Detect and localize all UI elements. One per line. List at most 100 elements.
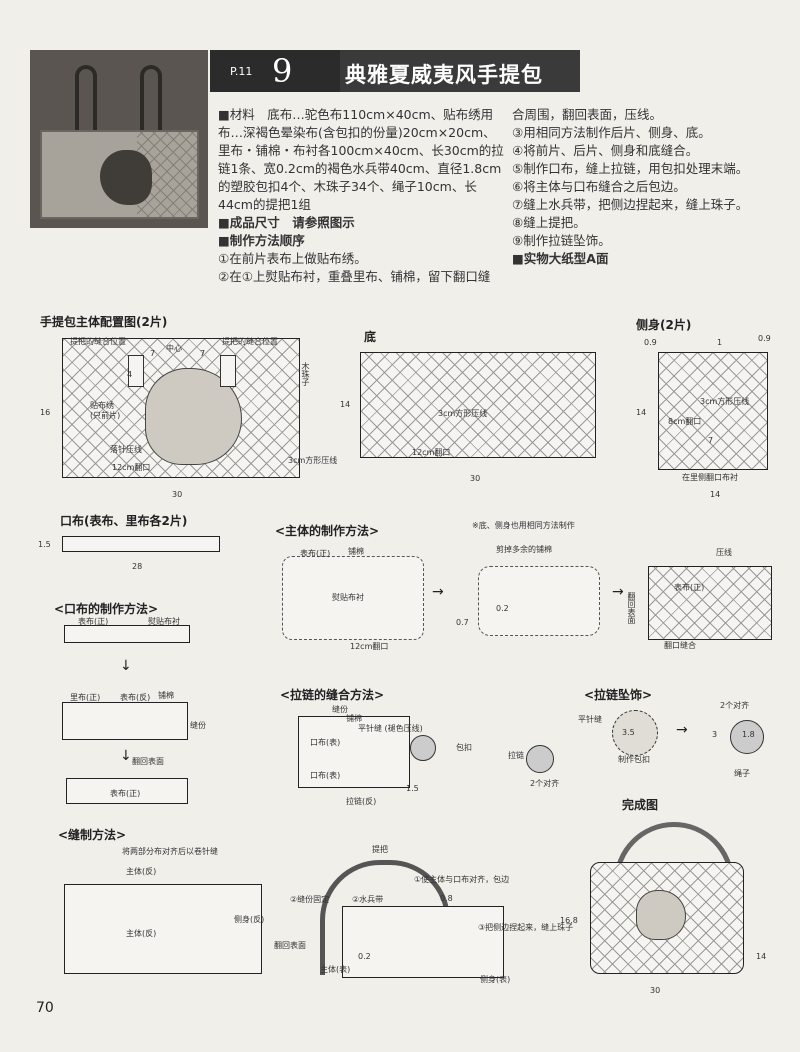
dim: 14 [756,952,767,961]
label: 缝份 [332,705,348,714]
arrow-down-icon: ↓ [120,658,132,674]
label: 12cm翻口 [112,463,151,472]
opening-cloth-diagram [62,536,220,552]
step-line: ②在①上熨贴布衬，重叠里布、铺棉，留下翻口缝 [218,269,491,284]
label: 3cm方形压线 [700,397,750,406]
main-step3 [648,566,772,640]
label: 8cm翻口 [668,417,702,426]
label: 制作包扣 [618,755,650,764]
step-line: ⑧缝上提把。 [512,215,586,230]
label: 12cm翻口 [350,642,389,651]
side-diagram [658,352,768,470]
materials-line: ■材料 底布…驼色布110cm×40cm、贴布绣用 [218,107,494,122]
op-step2 [62,702,188,740]
arrow-right-icon: → [612,584,624,600]
note: ※底、侧身也用相同方法制作 [472,521,575,530]
steps-heading: ■制作方法顺序 [218,233,305,248]
label: 贴布绣 [90,401,114,410]
handle-icon [140,65,162,139]
dim: 1.5 [406,784,419,793]
button-icon [526,745,554,773]
label: 拉链 [508,751,524,760]
dim: 1.5 [38,540,51,549]
op-step1 [64,625,190,643]
label: 压线 [716,548,732,557]
dim: 1.8 [742,730,755,739]
zipper-diagram [298,716,410,788]
dim: 0.9 [758,334,771,343]
step-line: ⑦缝上水兵带，把侧边捏起来，缝上珠子。 [512,197,749,212]
label: 口布(表) [310,738,341,747]
dim: 7 [708,436,714,445]
label: 铺棉 [348,547,364,556]
label: 表布(正) [78,617,109,626]
dim: 0.2 [496,604,509,613]
dim: 30 [172,490,183,499]
label: 剪掉多余的铺棉 [496,545,552,554]
label: 表布(正) [674,583,705,592]
label: 在里侧翻口布衬 [682,473,738,482]
label: 提把的缝合位置 [70,337,126,346]
label: 包扣 [456,743,472,752]
label: 3cm方形压线 [438,409,488,418]
label: 侧身(反) [234,915,265,924]
materials-line: 链1条、宽0.2cm的褐色水兵带40cm、直径1.8cm [218,161,502,176]
label: ③把侧边捏起来，缝上珠子 [478,923,574,932]
label: ②缝份固定 [290,895,330,904]
handle-icon [75,65,97,139]
dim: 30 [650,986,661,995]
main-step1 [282,556,424,640]
label: 12cm翻口 [412,448,451,457]
dim: 0.8 [440,894,453,903]
size-line: ■成品尺寸 请参照图示 [218,215,355,230]
step-line: ⑨制作拉链坠饰。 [512,233,611,248]
main-step2 [478,566,600,636]
handle-tab [220,355,236,387]
page-ref: P.11 [230,65,253,78]
dim: 7 [150,349,156,358]
dim: 16.8 [560,916,578,925]
section-opening-method: <口布的制作方法> [54,602,159,616]
dim: 14 [340,400,351,409]
materials-line: 布…深褐色晕染布(含包扣的份量)20cm×20cm、 [218,125,496,140]
label: 绳子 [734,769,750,778]
arrow-right-icon: → [432,584,444,600]
label: ②水兵带 [352,895,384,904]
steps-block: 合周围，翻回表面，压线。 ③用相同方法制作后片、侧身、底。 ④将前片、后片、侧身… [512,106,782,268]
label: 平针缝 (褪色压线) [358,724,423,733]
label: 平针缝 [578,715,602,724]
dim: 0.7 [456,618,469,627]
label: 表布(正) [300,549,331,558]
section-main-layout: 手提包主体配置图(2片) [40,315,168,329]
label: 侧身(表) [480,975,511,984]
dim: 1 [717,338,723,347]
label: 表布(正) [110,789,141,798]
step-line: ⑥将主体与口布缝合之后包边。 [512,179,686,194]
sewing-diagram [64,884,262,974]
label: 主体(反) [126,929,157,938]
dim: 3 [712,730,718,739]
page-title: 典雅夏威夷风手提包 [345,63,543,87]
label: 中心 [166,344,182,353]
dim: 3.5 [622,728,635,737]
pattern-note: ■实物大纸型A面 [512,251,609,266]
dim: 0.9 [644,338,657,347]
label: (只前片) [90,411,121,420]
button-icon [730,720,764,754]
section-sewing-method: <缝制方法> [58,828,127,842]
label: 提把 [372,845,388,854]
step-line: ④将前片、后片、侧身和底缝合。 [512,143,699,158]
materials-block: ■材料 底布…驼色布110cm×40cm、贴布绣用 布…深褐色晕染布(含包扣的份… [218,106,508,286]
label: 主体(反) [126,867,157,876]
label: 木珠子 [301,362,310,386]
bag-photo [30,50,208,228]
label: 翻回表面 [132,757,164,766]
label: 口布(表) [310,771,341,780]
title-bar: P.11 9 典雅夏威夷风手提包 [210,50,580,92]
label: 铺棉 [346,714,362,723]
section-zipper-pull: <拉链坠饰> [584,688,653,702]
label: 铺棉 [158,691,174,700]
dim: 14 [710,490,721,499]
dim: 7 [200,349,206,358]
label: 翻回表面 [274,941,306,950]
